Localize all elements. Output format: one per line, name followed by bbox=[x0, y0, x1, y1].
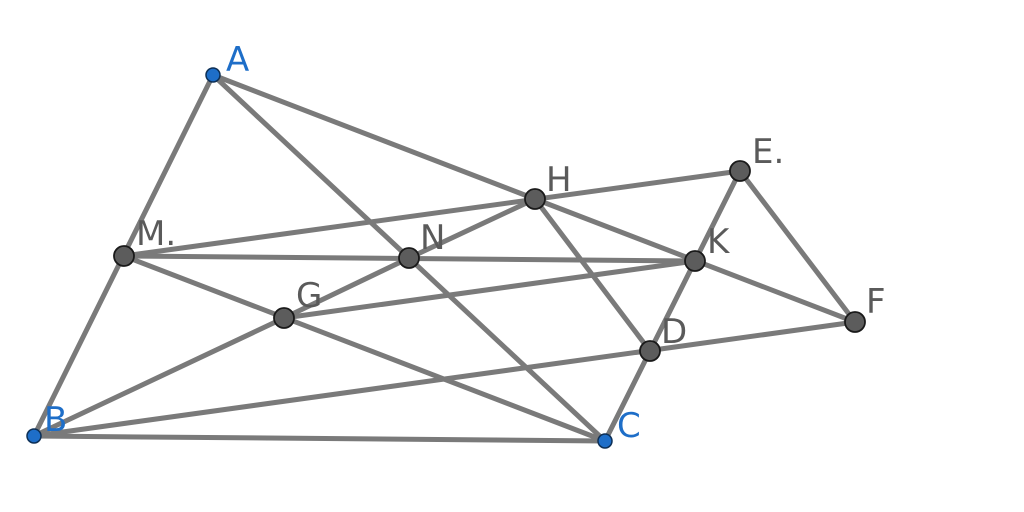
label-d: D bbox=[661, 312, 687, 352]
labels-layer: A B C M. N G H E. K D F bbox=[44, 40, 886, 446]
point-a[interactable] bbox=[205, 67, 221, 83]
segment-hd bbox=[532, 196, 653, 354]
point-e[interactable] bbox=[729, 160, 751, 182]
segment-bc bbox=[31, 433, 608, 444]
point-d[interactable] bbox=[639, 340, 661, 362]
segment-bg bbox=[31, 315, 287, 439]
segment-me bbox=[121, 168, 743, 259]
segment-mc bbox=[121, 253, 608, 444]
label-f: F bbox=[866, 282, 886, 322]
label-b: B bbox=[44, 400, 67, 440]
label-a: A bbox=[226, 40, 249, 80]
label-n: N bbox=[420, 218, 445, 258]
label-g: G bbox=[296, 276, 322, 316]
label-h: H bbox=[546, 160, 572, 200]
segment-gn bbox=[281, 255, 412, 321]
segment-nh bbox=[406, 196, 538, 261]
point-c[interactable] bbox=[597, 433, 613, 449]
point-h[interactable] bbox=[524, 188, 546, 210]
label-e: E. bbox=[752, 132, 784, 172]
label-k: K bbox=[707, 222, 731, 262]
points-layer bbox=[26, 67, 866, 449]
point-n[interactable] bbox=[398, 247, 420, 269]
point-m[interactable] bbox=[113, 245, 135, 267]
segment-gk bbox=[281, 258, 698, 321]
point-f[interactable] bbox=[844, 311, 866, 333]
point-g[interactable] bbox=[273, 307, 295, 329]
segments-layer bbox=[31, 72, 858, 444]
point-b[interactable] bbox=[26, 428, 42, 444]
label-c: C bbox=[617, 406, 641, 446]
segment-ef bbox=[737, 168, 858, 325]
segment-ec bbox=[602, 168, 743, 444]
label-m: M. bbox=[136, 214, 176, 254]
point-k[interactable] bbox=[684, 250, 706, 272]
segment-ah bbox=[210, 72, 538, 202]
